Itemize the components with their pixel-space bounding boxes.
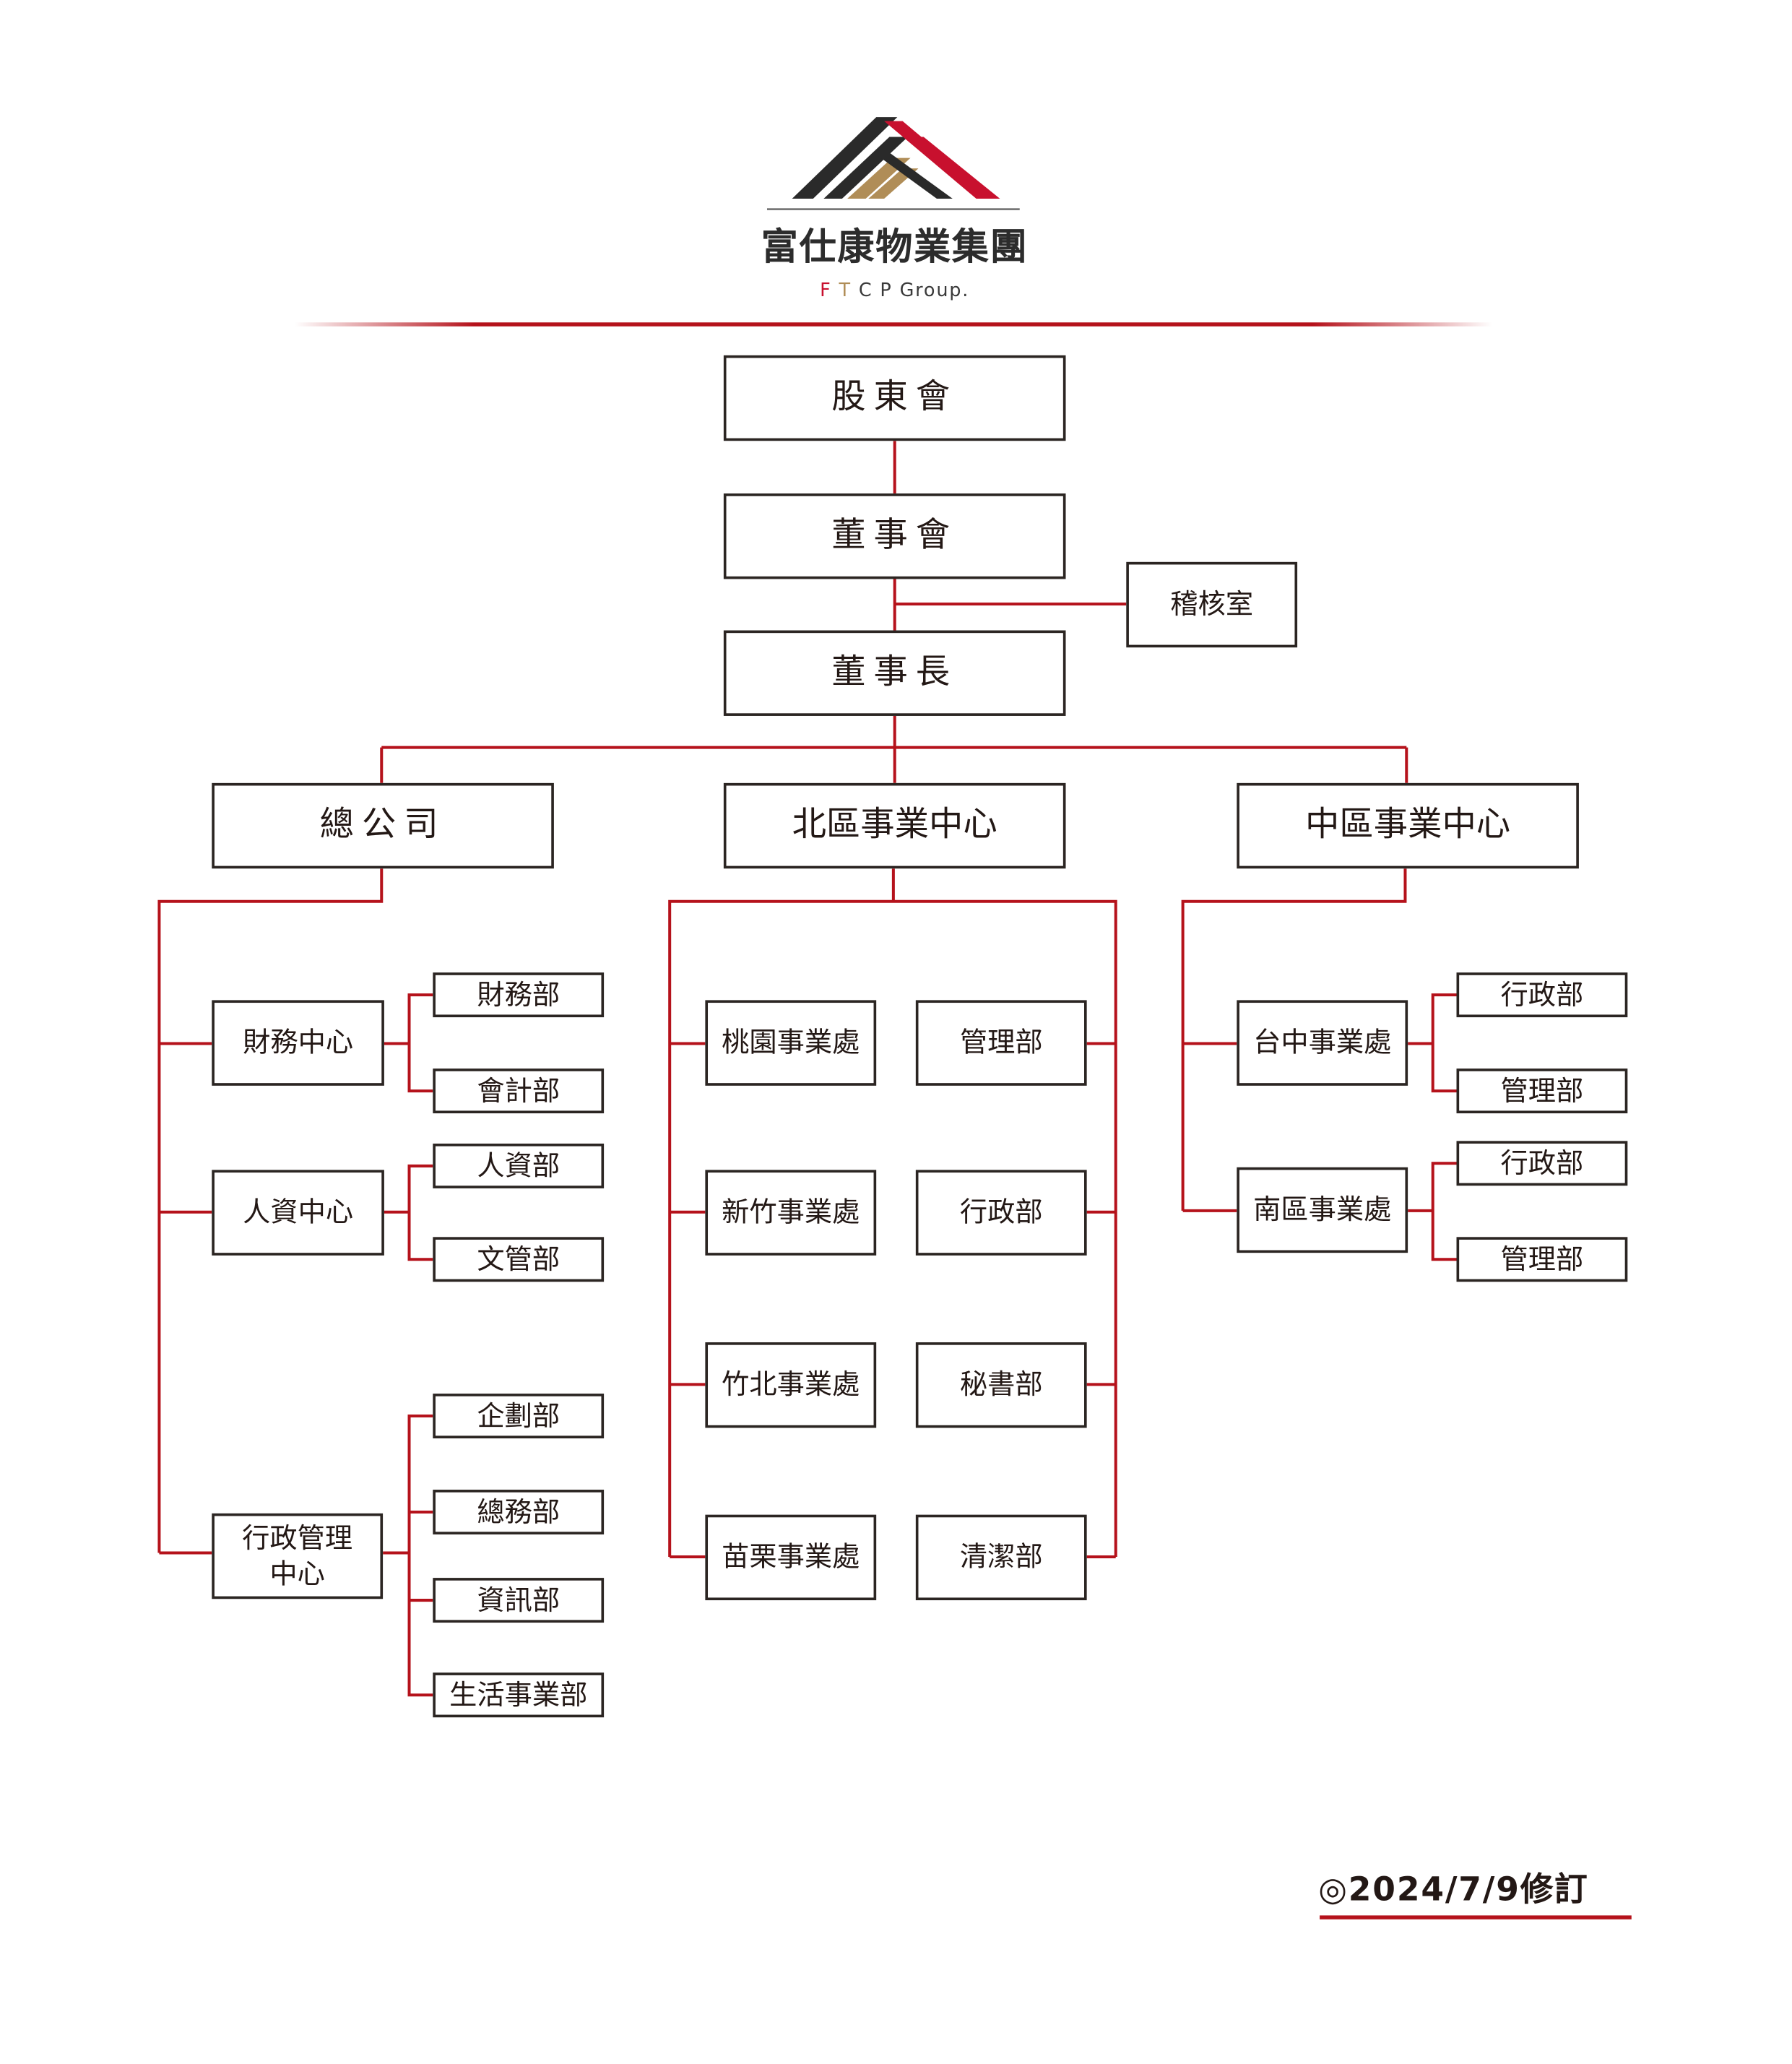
brand-letter-t: T bbox=[839, 280, 852, 302]
node-north-center: 北區事業中心 bbox=[723, 782, 1066, 869]
brand-english-name: F T C P Group. bbox=[763, 280, 1026, 301]
node-taichung-management-dept: 管理部 bbox=[1456, 1068, 1628, 1114]
node-central-center: 中區事業中心 bbox=[1237, 782, 1579, 869]
node-chairman: 董事長 bbox=[723, 630, 1066, 716]
node-south-management-dept: 管理部 bbox=[1456, 1237, 1628, 1282]
header-divider bbox=[295, 322, 1492, 327]
node-admin-center: 行政管理 中心 bbox=[212, 1513, 384, 1599]
node-planning-dept: 企劃部 bbox=[433, 1394, 605, 1439]
node-taichung-admin-dept: 行政部 bbox=[1456, 972, 1628, 1018]
revision-date: ◎2024/7/9修訂 bbox=[1318, 1870, 1589, 1909]
node-audit-office: 稽核室 bbox=[1126, 561, 1298, 648]
node-life-business-dept: 生活事業部 bbox=[433, 1672, 605, 1718]
brand-english-rest: C P Group. bbox=[858, 280, 970, 302]
node-cleaning-dept: 清潔部 bbox=[915, 1514, 1087, 1601]
node-hr-center: 人資中心 bbox=[212, 1170, 384, 1256]
node-headquarters: 總公司 bbox=[212, 782, 554, 869]
node-north-admin-dept: 行政部 bbox=[915, 1170, 1087, 1256]
node-south-office: 南區事業處 bbox=[1237, 1167, 1408, 1253]
node-docs-dept: 文管部 bbox=[433, 1237, 605, 1282]
node-board: 董事會 bbox=[723, 493, 1066, 579]
node-hr-dept: 人資部 bbox=[433, 1143, 605, 1188]
brand-name: 富仕康物業集團 bbox=[761, 225, 1029, 269]
node-zhubei-office: 竹北事業處 bbox=[705, 1342, 877, 1428]
company-logo bbox=[766, 117, 1020, 211]
brand-letter-f: F bbox=[820, 280, 832, 302]
node-south-admin-dept: 行政部 bbox=[1456, 1141, 1628, 1186]
node-accounting-dept: 會計部 bbox=[433, 1068, 605, 1114]
node-general-affairs-dept: 總務部 bbox=[433, 1490, 605, 1534]
node-finance-center: 財務中心 bbox=[212, 1000, 384, 1086]
node-north-management-dept: 管理部 bbox=[915, 1000, 1087, 1086]
node-it-dept: 資訊部 bbox=[433, 1578, 605, 1623]
node-hsinchu-office: 新竹事業處 bbox=[705, 1170, 877, 1256]
node-finance-dept: 財務部 bbox=[433, 972, 605, 1018]
node-miaoli-office: 苗栗事業處 bbox=[705, 1514, 877, 1601]
node-taoyuan-office: 桃園事業處 bbox=[705, 1000, 877, 1086]
node-taichung-office: 台中事業處 bbox=[1237, 1000, 1408, 1086]
node-secretariat-dept: 秘書部 bbox=[915, 1342, 1087, 1428]
node-shareholders: 股東會 bbox=[723, 355, 1066, 441]
